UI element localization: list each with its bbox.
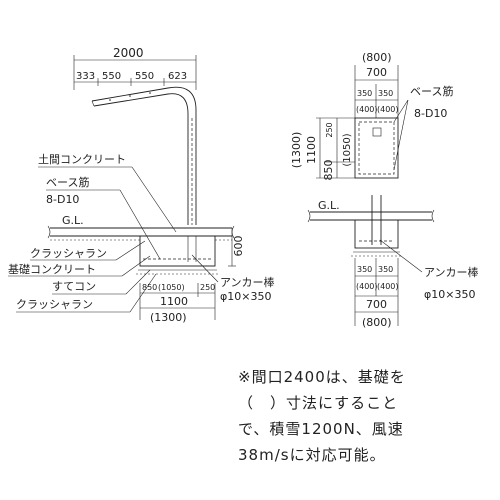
dim-left: 1100: [305, 136, 318, 164]
label-crusher-run-2: クラッシャラン: [16, 298, 93, 311]
label-rebar-spec: 8-D10: [46, 193, 79, 206]
dim-c1-alt: (400): [356, 105, 378, 114]
note-line-2: （ ）寸法にすること: [238, 394, 399, 412]
front-label-anchor: アンカー棒: [424, 265, 479, 279]
dim-seg-2: 550: [102, 71, 121, 82]
spec-note: ※間口2400は、基礎を （ ）寸法にすること で、積雪1200N、風速 38m…: [238, 364, 488, 468]
label-doma-concrete: 土間コンクリート: [38, 153, 126, 166]
dim-seg-1: 333: [76, 71, 95, 82]
dim-b2-alt: (400): [377, 282, 399, 291]
dim-top: 700: [366, 66, 387, 79]
dim-r2: 250: [325, 122, 334, 137]
dim-base-total-alt: (1300): [150, 311, 187, 324]
dim-base-a: 850: [142, 283, 157, 292]
front-label-base-rebar: ベース筋: [410, 84, 453, 98]
dim-r1-alt: (1050): [342, 133, 353, 166]
dim-base-a-alt: (1050): [158, 283, 185, 292]
dim-base-b: 250: [200, 283, 215, 292]
note-line-4: 38m/sに対応可能。: [238, 446, 386, 464]
front-view: (800) 700 350 350 (400) (400) ベース筋 8-D10…: [290, 51, 479, 329]
note-line-3: で、積雪1200N、風速: [238, 420, 404, 438]
dim-c1: 350: [357, 89, 372, 98]
dim-depth: 600: [232, 236, 245, 257]
dim-r1: 850: [322, 160, 335, 181]
dim-b1-alt: (400): [356, 282, 378, 291]
dim-b2: 350: [378, 265, 393, 274]
dim-seg-3: 550: [135, 71, 154, 82]
dim-base-total: 1100: [160, 295, 188, 308]
label-base-rebar: ベース筋: [46, 175, 89, 189]
dim-seg-4: 623: [168, 71, 187, 82]
front-label-gl: G.L.: [318, 199, 340, 212]
dim-bottom: 700: [366, 298, 387, 311]
label-foundation-concrete: 基礎コンクリート: [8, 263, 96, 276]
dim-c2: 350: [378, 89, 393, 98]
dim-b1: 350: [357, 265, 372, 274]
dim-width-total: 2000: [113, 46, 144, 60]
front-label-rebar-spec: 8-D10: [414, 107, 447, 120]
label-anchor: アンカー棒: [220, 275, 275, 289]
label-anchor-spec: φ10×350: [220, 290, 271, 303]
dim-bottom-alt: (800): [362, 316, 392, 329]
label-gl: G.L.: [62, 214, 84, 227]
label-sutekon: すてコン: [52, 280, 96, 293]
side-view: 2000 333 550 550 623: [8, 46, 275, 324]
front-label-anchor-spec: φ10×350: [424, 288, 475, 301]
dim-top-alt: (800): [362, 51, 392, 64]
note-line-1: ※間口2400は、基礎を: [238, 368, 406, 386]
label-crusher-run-1: クラッシャラン: [30, 247, 107, 260]
dim-c2-alt: (400): [377, 105, 399, 114]
dim-left-alt: (1300): [290, 132, 303, 169]
